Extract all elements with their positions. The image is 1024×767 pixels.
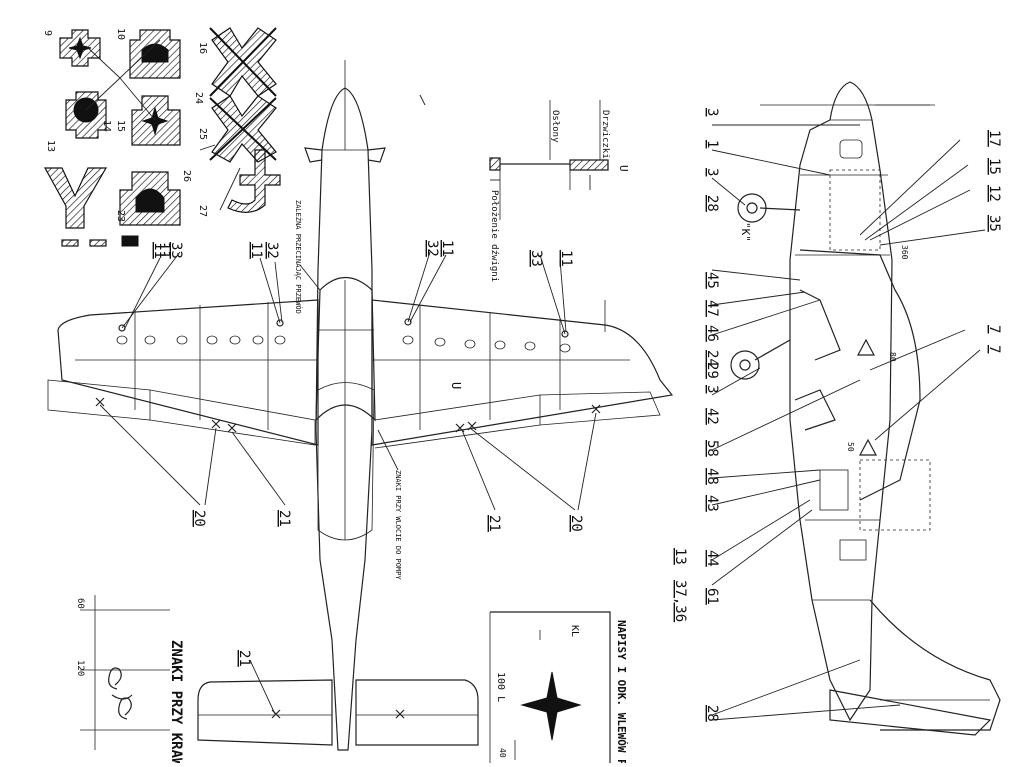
leading-edge-marks: ZNAKI PRZY KRAWĘDZI 60 120 (75, 595, 184, 767)
side-callout-12: 12 (986, 185, 1002, 202)
section-label-mid: Osłony (550, 110, 560, 143)
section-detail: Drzwiczki Osłony Położenie dźwigni U (489, 100, 630, 282)
legend-symbol-x-bottom (209, 95, 277, 163)
legend-color-bars (61, 235, 139, 247)
side-callout-3b: 3 (704, 168, 720, 176)
marking-symbol-legend: 9 10 13 14 15 16 23 24 25 26 27 11 (42, 27, 281, 259)
side-callout-3: 3 (704, 108, 720, 116)
side-callout-3c: 3 (704, 385, 720, 393)
legend-symbol-10 (129, 29, 181, 79)
legend-number-14: 14 (101, 120, 112, 132)
side-callout-1: 1 (704, 140, 720, 148)
section-label-top: Drzwiczki (600, 110, 610, 159)
wing-access-ports (116, 335, 571, 353)
fuel-title: NAPISY I ODK. WLEWÓW PALIW (615, 620, 628, 763)
side-callout-47: 47 (704, 300, 720, 317)
callout-33-right: 33 (528, 250, 544, 267)
dim-40: 40 (498, 748, 507, 758)
legend-number-10: 10 (115, 28, 126, 40)
legend-number-26: 26 (181, 170, 192, 182)
side-callout-37-36: 37,36 (672, 580, 688, 622)
side-callout-48: 48 (704, 468, 720, 485)
side-callout-43: 43 (704, 495, 720, 512)
side-callout-17: 17 (986, 130, 1002, 147)
side-callout-61: 61 (704, 588, 720, 605)
section-u-label: U (617, 165, 630, 172)
legend-symbol-14 (131, 95, 181, 146)
legend-number-9: 9 (42, 30, 53, 36)
callout-33-left: 33 (168, 242, 184, 259)
callout-21-left: 21 (276, 510, 292, 527)
side-callout-13: 13 (672, 548, 688, 565)
leading-edge-title: ZNAKI PRZY KRAWĘDZI (168, 640, 184, 763)
callout-21-tail: 21 (236, 650, 252, 667)
side-view-fuselage (789, 81, 893, 722)
side-callout-7b: 7 (986, 345, 1002, 353)
dim-60: 60 (75, 598, 85, 609)
fuselage-note: ZNAKI PRZY WLOCIE DO POMPY (394, 470, 402, 580)
side-callout-46: 46 (704, 325, 720, 342)
top-view-canopy (315, 277, 376, 422)
legend-symbol-x-top (209, 27, 277, 97)
side-callout-45: 45 (704, 272, 720, 289)
side-callout-15: 15 (986, 158, 1002, 175)
legend-symbol-13 (65, 91, 107, 139)
canopy-note: ZALEŻNA PRZECINAJĄC PRZEWÓD (294, 200, 303, 314)
callout-11-right-b: 11 (558, 250, 574, 267)
side-callout-58: 58 (704, 440, 720, 457)
section-label-bottom: Położenie dźwigni (489, 190, 499, 282)
callout-32-left: 32 (264, 242, 280, 259)
fuel-cap: 100 L (495, 672, 506, 702)
legend-number-24: 24 (193, 92, 204, 104)
side-callout-35: 35 (986, 215, 1002, 232)
callout-11-right: 11 (439, 240, 455, 257)
legend-number-15: 15 (115, 120, 126, 132)
fuel-filler-block: NAPISY I ODK. WLEWÓW PALIW KL 100 L 40 (489, 611, 628, 767)
legend-number-25: 25 (197, 128, 208, 140)
legend-symbol-23 (119, 171, 181, 226)
top-view-tailplane (197, 679, 333, 746)
side-detail-50: 50 (846, 442, 855, 452)
top-view-aircraft: 33 11 11 32 32 11 33 11 20 21 21 20 21 U… (47, 87, 674, 751)
side-callout-7a: 7 (986, 325, 1002, 333)
callout-20-left: 20 (191, 510, 207, 527)
legend-number-16: 16 (197, 42, 208, 54)
callout-11-left: 11 (151, 242, 167, 259)
top-view-right-wing (371, 299, 674, 446)
legend-bar-number: 11 (156, 242, 172, 259)
callout-11-left-b: 11 (248, 242, 264, 259)
top-view-left-wing (57, 299, 319, 446)
top-view-marks (95, 318, 601, 719)
station-label-u: U (449, 382, 463, 389)
top-view-fuselage (315, 87, 373, 751)
side-detail-360: 360 (900, 245, 909, 260)
side-view-aircraft: 3 1 3 28 45 47 46 24 29 3 42 58 48 43 13… (672, 81, 1002, 736)
side-view-fin (869, 599, 1001, 731)
legend-symbol-9 (59, 29, 101, 67)
side-detail-80: 80 (888, 352, 897, 362)
side-callout-24: 24 (704, 350, 720, 367)
legend-number-13: 13 (45, 140, 56, 152)
side-view-wheel-nose (737, 193, 801, 223)
legend-number-27: 27 (197, 205, 208, 217)
legend-symbol-y (43, 167, 108, 229)
dim-120: 120 (75, 660, 85, 676)
view-k-label: "K" (739, 222, 752, 242)
legend-symbol-anchor (227, 149, 281, 213)
legend-number-23: 23 (115, 210, 126, 222)
callout-32-right: 32 (424, 240, 440, 257)
side-callout-28b: 28 (704, 705, 720, 722)
callout-20-right: 20 (568, 515, 584, 532)
side-callout-44: 44 (704, 550, 720, 567)
side-callout-42: 42 (704, 408, 720, 425)
fuel-kl: KL (569, 625, 580, 637)
callout-21-right: 21 (486, 515, 502, 532)
side-callout-29: 29 (704, 362, 720, 379)
side-view-wheel-main (730, 339, 791, 380)
side-callout-28: 28 (704, 195, 720, 212)
